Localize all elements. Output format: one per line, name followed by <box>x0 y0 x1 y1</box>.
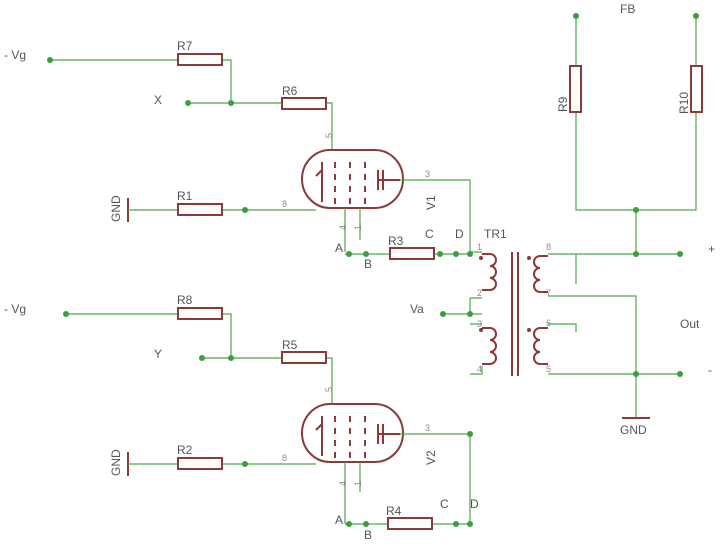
label-c-bottom: C <box>440 497 449 511</box>
resistor-r7[interactable] <box>177 53 223 66</box>
label-r2: R2 <box>177 443 193 457</box>
pin-v2-1: 1 <box>353 481 363 486</box>
pin-v2-4: 4 <box>338 481 348 486</box>
label-v1: V1 <box>424 195 438 210</box>
label-a-top: A <box>335 241 343 255</box>
output-network <box>548 13 703 419</box>
label-plus: + <box>708 242 715 256</box>
label-r5: R5 <box>282 338 298 352</box>
pin-tr-1: 1 <box>477 242 482 252</box>
label-va: Va <box>410 302 424 316</box>
tube-v2[interactable] <box>301 403 404 463</box>
label-r7: R7 <box>177 39 193 53</box>
bottom-stage <box>63 307 473 530</box>
label-gnd-top: GND <box>109 195 123 222</box>
pin-v1-5: 5 <box>324 133 334 138</box>
top-stage <box>47 53 473 260</box>
tube-v1[interactable] <box>301 149 404 209</box>
label-r1: R1 <box>177 189 193 203</box>
label-c-top: C <box>425 227 434 241</box>
pin-v1-3: 3 <box>425 169 430 179</box>
label-r3: R3 <box>388 234 404 248</box>
pin-v1-4: 4 <box>338 225 348 230</box>
pin-v2-5: 5 <box>324 387 334 392</box>
pin-v1-1: 1 <box>353 225 363 230</box>
label-r9: R9 <box>556 96 570 112</box>
label-neg-vg-top: - Vg <box>4 48 26 62</box>
label-r8: R8 <box>177 293 193 307</box>
pin-v1-8: 8 <box>282 199 287 209</box>
resistor-r1[interactable] <box>177 203 223 216</box>
label-b-top: B <box>364 257 372 271</box>
pin-tr-2: 2 <box>477 288 482 298</box>
label-minus: - <box>708 363 712 377</box>
resistor-r10[interactable] <box>690 65 703 113</box>
pin-v2-8: 8 <box>282 453 287 463</box>
label-gnd-bottom: GND <box>109 449 123 476</box>
resistor-r6[interactable] <box>281 97 327 110</box>
label-tr1: TR1 <box>484 227 507 241</box>
resistor-r8[interactable] <box>177 307 223 320</box>
resistor-r3[interactable] <box>389 247 435 260</box>
pin-tr-4: 4 <box>477 364 482 374</box>
resistor-r5[interactable] <box>281 351 327 364</box>
label-fb: FB <box>620 2 635 16</box>
label-v2: V2 <box>424 450 438 465</box>
transformer-tr1[interactable] <box>443 251 548 376</box>
label-neg-vg-bottom: - Vg <box>4 302 26 316</box>
resistor-r9[interactable] <box>569 65 582 113</box>
pin-tr-3: 3 <box>477 319 482 329</box>
pin-tr-6: 6 <box>546 318 551 328</box>
label-a-bottom: A <box>335 513 343 527</box>
label-r10: R10 <box>677 92 691 114</box>
label-r6: R6 <box>282 84 298 98</box>
label-y: Y <box>154 347 162 361</box>
label-gnd-out: GND <box>620 423 647 437</box>
pin-v2-3: 3 <box>425 423 430 433</box>
label-d-top: D <box>455 227 464 241</box>
label-r4: R4 <box>386 504 402 518</box>
label-d-bottom: D <box>470 497 479 511</box>
pin-tr-7: 7 <box>546 288 551 298</box>
pin-tr-8: 8 <box>546 242 551 252</box>
pin-tr-5: 5 <box>546 364 551 374</box>
resistor-r4[interactable] <box>387 517 433 530</box>
resistor-r2[interactable] <box>177 457 223 470</box>
label-b-bottom: B <box>364 528 372 542</box>
label-out: Out <box>680 317 700 331</box>
label-x: X <box>154 93 162 107</box>
